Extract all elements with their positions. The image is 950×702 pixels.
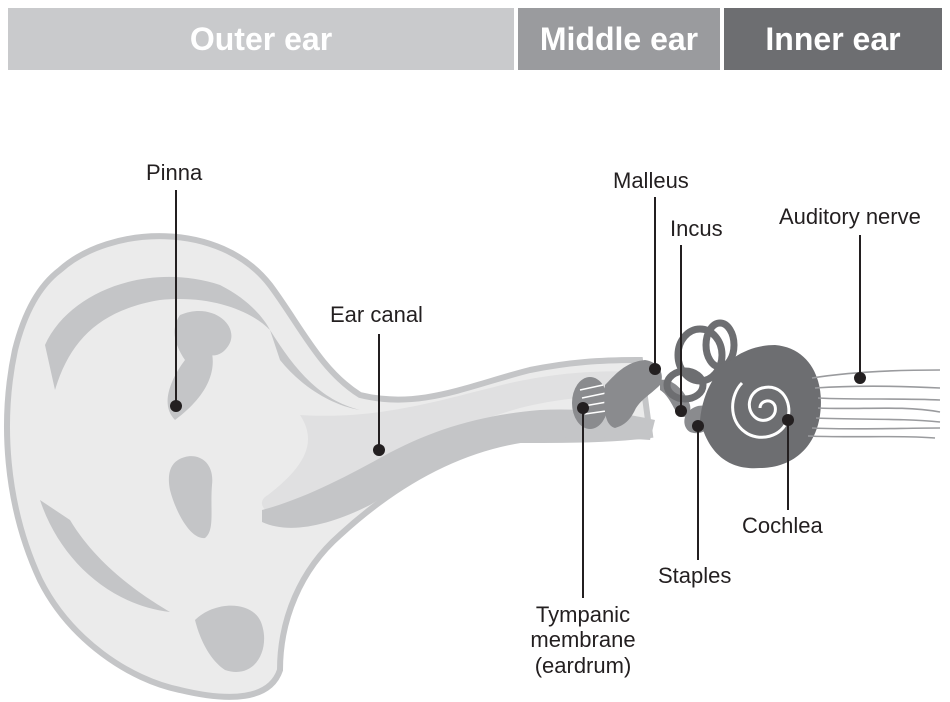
middle-ear-band: Middle ear [518, 8, 720, 70]
cochlea-label: Cochlea [742, 513, 823, 538]
inner-ear-label: Inner ear [765, 20, 901, 57]
cochlea-dot [782, 414, 794, 426]
incus-dot [675, 405, 687, 417]
tympanic-label-line1: Tympanic [535, 602, 631, 627]
outer-ear-label: Outer ear [189, 20, 333, 57]
semicircular-canals-shape [663, 319, 738, 403]
staples-label: Staples [658, 563, 732, 588]
middle-ear-label: Middle ear [539, 20, 699, 57]
incus-label: Incus [670, 216, 723, 241]
ear-canal-label: Ear canal [330, 302, 423, 327]
auditory-nerve-dot [854, 372, 866, 384]
auditory-nerve-label: Auditory nerve [779, 204, 921, 229]
tympanic-label-line3: (eardrum) [534, 652, 632, 678]
auditory-nerve-shape [807, 369, 941, 439]
leader-dots [170, 363, 866, 456]
malleus-label: Malleus [613, 168, 689, 193]
pinna-label: Pinna [146, 160, 203, 185]
outer-ear-band: Outer ear [8, 8, 514, 70]
tympanic-dot [577, 402, 589, 414]
pinna-dot [170, 400, 182, 412]
tympanic-membrane-label: Tympanic membrane (eardrum) [523, 602, 643, 678]
tympanic-membrane-shape [572, 377, 608, 429]
tympanic-label-line2: membrane [530, 627, 636, 653]
staples-dot [692, 420, 704, 432]
leader-lines [175, 190, 861, 598]
malleus-dot [649, 363, 661, 375]
cochlea-shape [700, 345, 821, 469]
ear-canal-dot [373, 444, 385, 456]
inner-ear-band: Inner ear [724, 8, 942, 70]
